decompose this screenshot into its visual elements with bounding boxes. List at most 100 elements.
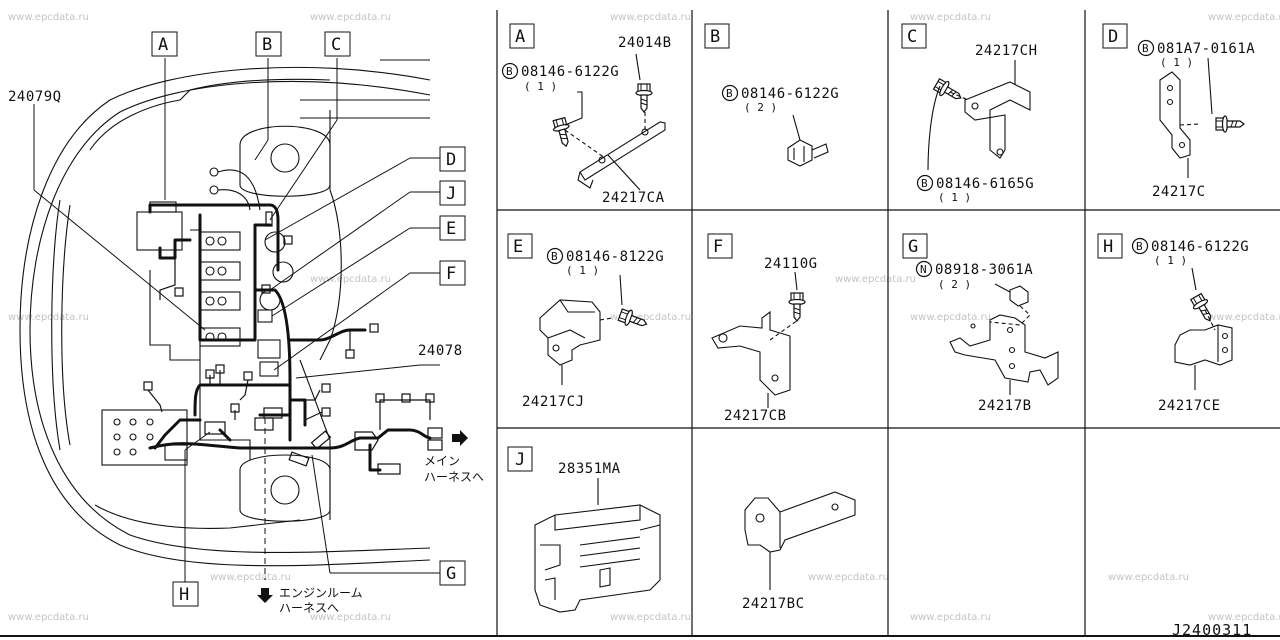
svg-text:B: B [1142, 42, 1149, 55]
svg-text:08146-6165G: 08146-6165G [936, 176, 1034, 192]
svg-text:H: H [1103, 237, 1113, 257]
svg-text:D: D [446, 150, 456, 170]
svg-text:www.epcdata.ru: www.epcdata.ru [310, 612, 391, 623]
svg-text:( 2 ): ( 2 ) [938, 278, 971, 291]
svg-text:www.epcdata.ru: www.epcdata.ru [1108, 572, 1189, 583]
svg-text:24217BC: 24217BC [742, 596, 805, 612]
svg-text:www.epcdata.ru: www.epcdata.ru [8, 12, 89, 23]
svg-text:08146-6122G: 08146-6122G [521, 64, 619, 80]
svg-text:D: D [1108, 27, 1118, 47]
leader-lines [33, 58, 440, 582]
harness-branches [143, 211, 443, 475]
svg-text:www.epcdata.ru: www.epcdata.ru [910, 12, 991, 23]
detail-b: B B 08146-6122G ( 2 ) [704, 23, 839, 167]
svg-text:28351MA: 28351MA [558, 461, 621, 477]
svg-text:B: B [921, 177, 928, 190]
svg-text:www.epcdata.ru: www.epcdata.ru [910, 612, 991, 623]
svg-text:J: J [515, 450, 525, 470]
svg-text:08146-8122G: 08146-8122G [566, 249, 664, 265]
svg-text:www.epcdata.ru: www.epcdata.ru [610, 612, 691, 623]
svg-text:www.epcdata.ru: www.epcdata.ru [1208, 12, 1280, 23]
harness-main-label: 24079Q [8, 89, 62, 105]
callout-b: B [255, 31, 282, 57]
svg-text:081A7-0161A: 081A7-0161A [1157, 41, 1255, 57]
svg-text:( 1 ): ( 1 ) [1160, 56, 1193, 69]
svg-text:24217B: 24217B [978, 398, 1032, 414]
svg-text:( 2 ): ( 2 ) [744, 101, 777, 114]
note-main-harness-1: メイン [424, 454, 460, 468]
svg-text:G: G [908, 237, 918, 257]
svg-text:B: B [710, 27, 720, 47]
callout-e: E [439, 215, 466, 241]
svg-text:08918-3061A: 08918-3061A [935, 262, 1033, 278]
svg-text:( 1 ): ( 1 ) [566, 264, 599, 277]
svg-text:24217C: 24217C [1152, 184, 1206, 200]
svg-text:B: B [262, 35, 272, 55]
callout-a: A [151, 31, 178, 57]
svg-text:www.epcdata.ru: www.epcdata.ru [1208, 312, 1280, 323]
callout-h: H [172, 581, 199, 607]
svg-text:www.epcdata.ru: www.epcdata.ru [910, 312, 991, 323]
arrow-icons [257, 430, 468, 603]
detail-grid-lines [0, 10, 1280, 637]
svg-text:J: J [446, 184, 456, 204]
note-engine-room-2: ハーネスへ [279, 601, 339, 615]
callout-boxes: A B C D J E F H [151, 31, 466, 607]
svg-text:www.epcdata.ru: www.epcdata.ru [808, 572, 889, 583]
svg-text:08146-6122G: 08146-6122G [1151, 239, 1249, 255]
callout-d: D [439, 146, 466, 172]
detail-a: A 24014B B 08146-6122G ( 1 ) 24217CA [501, 23, 672, 206]
svg-text:C: C [907, 27, 917, 47]
detail-f: F 24110G 24217CB [707, 233, 818, 424]
main-assembly-view [19, 59, 431, 567]
svg-text:www.epcdata.ru: www.epcdata.ru [310, 12, 391, 23]
diagram-code: J2400311 [1172, 621, 1252, 639]
svg-text:www.epcdata.ru: www.epcdata.ru [835, 274, 916, 285]
svg-text:www.epcdata.ru: www.epcdata.ru [610, 12, 691, 23]
svg-text:24217CE: 24217CE [1158, 398, 1221, 414]
svg-text:A: A [158, 35, 168, 55]
svg-text:24110G: 24110G [764, 256, 818, 272]
svg-text:24014B: 24014B [618, 35, 672, 51]
bolt-icon [635, 83, 653, 113]
svg-text:08146-6122G: 08146-6122G [741, 86, 839, 102]
bolt-icon [1215, 115, 1245, 133]
detail-c: C 24217CH B 08146-6165G ( 1 ) [901, 23, 1038, 204]
svg-text:www.epcdata.ru: www.epcdata.ru [310, 274, 391, 285]
bolt-icon [788, 292, 806, 322]
svg-text:B: B [551, 250, 558, 263]
svg-text:24217CB: 24217CB [724, 408, 787, 424]
callout-f: F [439, 260, 466, 286]
svg-text:C: C [331, 35, 341, 55]
svg-text:www.epcdata.ru: www.epcdata.ru [8, 312, 89, 323]
detail-h: H B 08146-6122G ( 1 ) 24217CE [1097, 233, 1249, 414]
detail-j: J 28351MA 24217BC [507, 446, 856, 613]
callout-c: C [324, 31, 351, 57]
detail-e: E B 08146-8122G ( 1 ) 24217CJ [507, 233, 664, 410]
svg-text:www.epcdata.ru: www.epcdata.ru [1208, 612, 1280, 623]
svg-text:www.epcdata.ru: www.epcdata.ru [610, 312, 691, 323]
detail-g: G N 08918-3061A ( 2 ) 24217B [902, 233, 1059, 414]
svg-text:( 1 ): ( 1 ) [524, 80, 557, 93]
note-main-harness-2: ハーネスへ [424, 470, 484, 484]
svg-text:24217CA: 24217CA [602, 190, 665, 206]
svg-text:( 1 ): ( 1 ) [1154, 254, 1187, 267]
svg-text:F: F [446, 264, 456, 284]
bolt-icon [550, 116, 575, 149]
svg-text:F: F [713, 237, 723, 257]
svg-text:E: E [513, 237, 523, 257]
svg-text:H: H [179, 585, 189, 605]
svg-text:A: A [515, 27, 525, 47]
svg-text:www.epcdata.ru: www.epcdata.ru [8, 612, 89, 623]
svg-text:24217CH: 24217CH [975, 43, 1038, 59]
note-engine-room-1: エンジンルーム [279, 586, 363, 600]
callout-g: G [439, 560, 466, 586]
svg-text:E: E [446, 219, 456, 239]
harness-sub-label: 24078 [418, 343, 463, 359]
svg-text:24217CJ: 24217CJ [522, 394, 585, 410]
svg-text:www.epcdata.ru: www.epcdata.ru [210, 572, 291, 583]
svg-text:G: G [446, 564, 456, 584]
svg-text:( 1 ): ( 1 ) [938, 191, 971, 204]
svg-text:B: B [1136, 240, 1143, 253]
